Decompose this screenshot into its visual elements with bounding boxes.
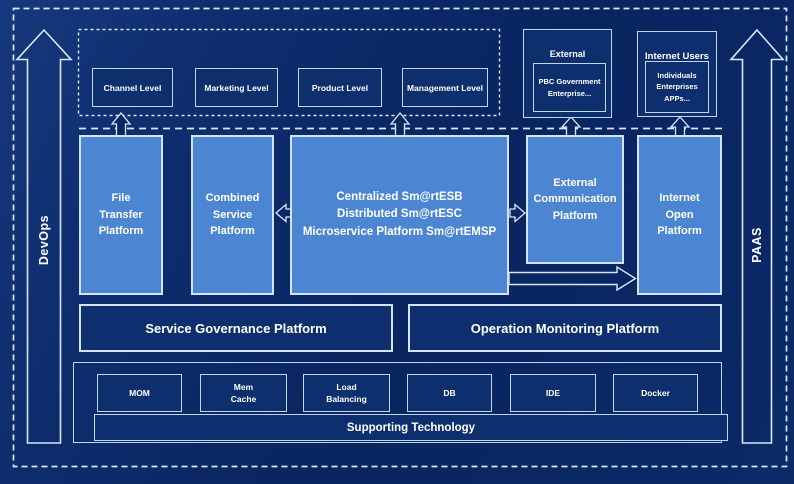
paas-up-arrow-icon bbox=[729, 28, 785, 444]
right-arrow-icon-esb-to-external bbox=[509, 203, 527, 223]
up-arrow-icon-file-transfer bbox=[110, 111, 132, 137]
external-cooperation-box: External Cooperation PBC Government Ente… bbox=[523, 29, 612, 118]
platform-box-external-communication: External Communication Platform bbox=[526, 135, 624, 264]
up-arrow-icon-esb bbox=[389, 111, 411, 137]
internet-users-box: Internet Users Individuals Enterprises A… bbox=[637, 31, 717, 117]
internet-users-members-box: Individuals Enterprises APPs... bbox=[645, 61, 709, 113]
left-arrow-icon-esb-to-combined bbox=[274, 203, 292, 223]
level-box-product: Product Level bbox=[298, 68, 382, 107]
level-box-management: Management Level bbox=[402, 68, 488, 107]
tech-box-mom: MOM bbox=[97, 374, 182, 412]
tech-box-db: DB bbox=[407, 374, 492, 412]
tech-box-load-balancing: Load Balancing bbox=[303, 374, 390, 412]
tech-box-ide: IDE bbox=[510, 374, 596, 412]
levels-dashed-frame bbox=[77, 28, 501, 117]
supporting-technology-bar: Supporting Technology bbox=[94, 414, 728, 441]
tech-box-docker: Docker bbox=[613, 374, 698, 412]
supporting-technology-frame bbox=[73, 362, 722, 443]
devops-up-arrow-icon bbox=[15, 28, 73, 444]
external-cooperation-members-box: PBC Government Enterprise... bbox=[533, 63, 606, 112]
platform-box-esb: Centralized Sm@rtESB Distributed Sm@rtES… bbox=[290, 135, 509, 295]
outer-dashed-border bbox=[12, 7, 788, 468]
level-box-channel: Channel Level bbox=[92, 68, 173, 107]
platform-box-file-transfer: File Transfer Platform bbox=[79, 135, 163, 295]
devops-rail-label: DevOps bbox=[37, 214, 51, 266]
platform-box-internet-open: Internet Open Platform bbox=[637, 135, 722, 295]
paas-rail-label: PAAS bbox=[750, 227, 764, 263]
platform-box-combined-service: Combined Service Platform bbox=[191, 135, 274, 295]
level-box-marketing: Marketing Level bbox=[195, 68, 278, 107]
internet-users-title: Internet Users bbox=[645, 51, 709, 63]
up-arrow-icon-internet-open bbox=[669, 116, 691, 137]
up-arrow-icon-external-communication bbox=[560, 116, 582, 137]
long-right-arrow-icon-to-internet-open bbox=[508, 265, 637, 292]
tech-box-mem-cache: Mem Cache bbox=[200, 374, 287, 412]
operation-monitoring-platform-box: Operation Monitoring Platform bbox=[408, 304, 722, 352]
service-governance-platform-box: Service Governance Platform bbox=[79, 304, 393, 352]
